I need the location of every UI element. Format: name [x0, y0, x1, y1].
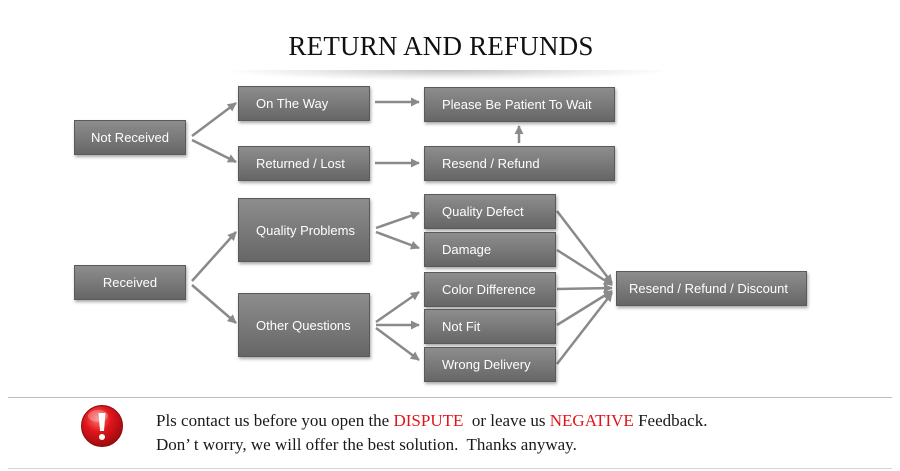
- arrow-damage-to-final: [556, 248, 613, 287]
- arrow-received-to-other-questions: [191, 284, 237, 324]
- arrow-notfit-to-final: [556, 289, 613, 327]
- notice-line-2: Don’ t worry, we will offer the best sol…: [156, 435, 577, 454]
- box-damage: Damage: [424, 232, 556, 267]
- box-other-questions: Other Questions: [238, 293, 370, 357]
- box-resend-refund-discount: Resend / Refund / Discount: [616, 271, 807, 306]
- arrow-color-to-final: [556, 283, 613, 293]
- arrow-other-to-color: [375, 290, 420, 324]
- notice-line-1: Pls contact us before you open the DISPU…: [156, 409, 707, 433]
- box-quality-problems: Quality Problems: [238, 198, 370, 262]
- arrow-not-received-to-on-the-way: [191, 102, 237, 137]
- box-received: Received: [74, 265, 186, 300]
- arrow-not-received-to-returned-lost: [191, 138, 237, 164]
- flow-arrows: [191, 97, 613, 365]
- arrow-received-to-quality-problems: [191, 231, 237, 282]
- arrow-wrong-to-final: [556, 292, 613, 365]
- arrow-quality-to-damage: [375, 230, 420, 250]
- notice-line1-part2: or leave us: [463, 411, 550, 430]
- arrow-quality-to-defect: [375, 211, 420, 230]
- notice-divider-bottom: [8, 468, 892, 469]
- box-not-fit: Not Fit: [424, 309, 556, 344]
- arrow-defect-to-final: [556, 210, 613, 284]
- box-on-the-way: On The Way: [238, 86, 370, 121]
- box-not-received: Not Received: [74, 120, 186, 155]
- notice-text: Pls contact us before you open the DISPU…: [156, 409, 707, 457]
- box-returned-lost: Returned / Lost: [238, 146, 370, 181]
- notice-divider-top: [8, 397, 892, 398]
- box-wrong-delivery: Wrong Delivery: [424, 347, 556, 382]
- box-resend-refund: Resend / Refund: [424, 146, 615, 181]
- title-underline-shadow: [232, 70, 662, 80]
- negative-emphasis: NEGATIVE: [549, 411, 634, 430]
- box-please-be-patient: Please Be Patient To Wait: [424, 87, 615, 122]
- exclamation-circle-icon: [81, 405, 123, 447]
- box-quality-defect: Quality Defect: [424, 194, 556, 229]
- notice-line1-part3: Feedback.: [633, 411, 708, 430]
- box-color-difference: Color Difference: [424, 272, 556, 307]
- arrow-other-to-wrong: [375, 326, 420, 362]
- notice-line1-part1: Pls contact us before you open the: [156, 411, 394, 430]
- page-title: RETURN AND REFUNDS: [288, 31, 594, 61]
- dispute-emphasis: DISPUTE: [393, 411, 464, 430]
